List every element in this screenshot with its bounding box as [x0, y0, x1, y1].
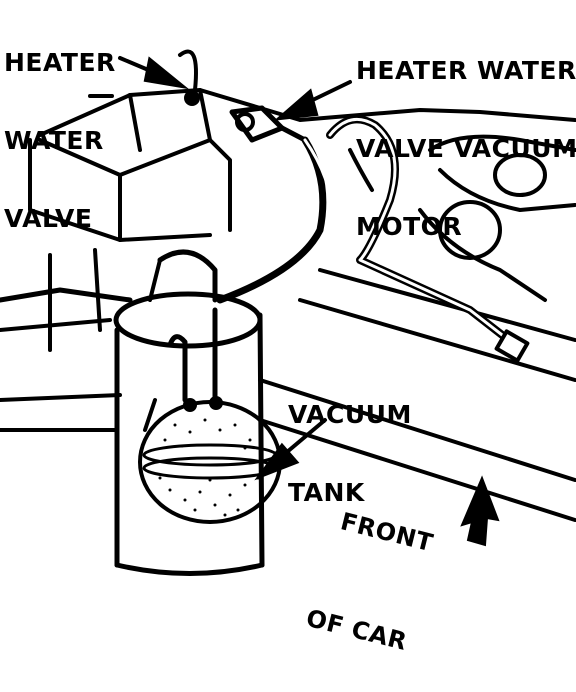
- frame-rail: [0, 287, 133, 303]
- front-of-car-arrow-icon: [460, 475, 500, 547]
- heater-water-valve-body: [184, 90, 200, 106]
- label-line: OF CAR: [303, 603, 410, 656]
- label-line: VALVE: [4, 204, 93, 233]
- engine-detail-right: [428, 134, 576, 152]
- label-heater-water-valve-vacuum-motor: HEATER WATER VALVE VACUUM MOTOR: [356, 6, 576, 266]
- label-vacuum-tank: VACUUM TANK: [288, 350, 412, 532]
- label-line: VACUUM: [288, 400, 412, 429]
- label-line: WATER: [4, 126, 104, 155]
- label-line: HEATER: [4, 48, 116, 77]
- vacuum-hose-main: [216, 136, 327, 304]
- label-heater-water-valve: HEATER WATER VALVE: [4, 0, 116, 258]
- label-line: MOTOR: [356, 212, 463, 241]
- label-line: TANK: [288, 478, 365, 507]
- label-line: FRONT: [337, 507, 436, 558]
- engine-illustration: [0, 49, 576, 576]
- label-line: HEATER WATER: [356, 56, 576, 85]
- label-line: VALVE VACUUM: [356, 134, 576, 163]
- diagram-canvas: HEATER WATER VALVE HEATER WATER VALVE VA…: [0, 0, 576, 656]
- tank-stipple: [158, 418, 260, 517]
